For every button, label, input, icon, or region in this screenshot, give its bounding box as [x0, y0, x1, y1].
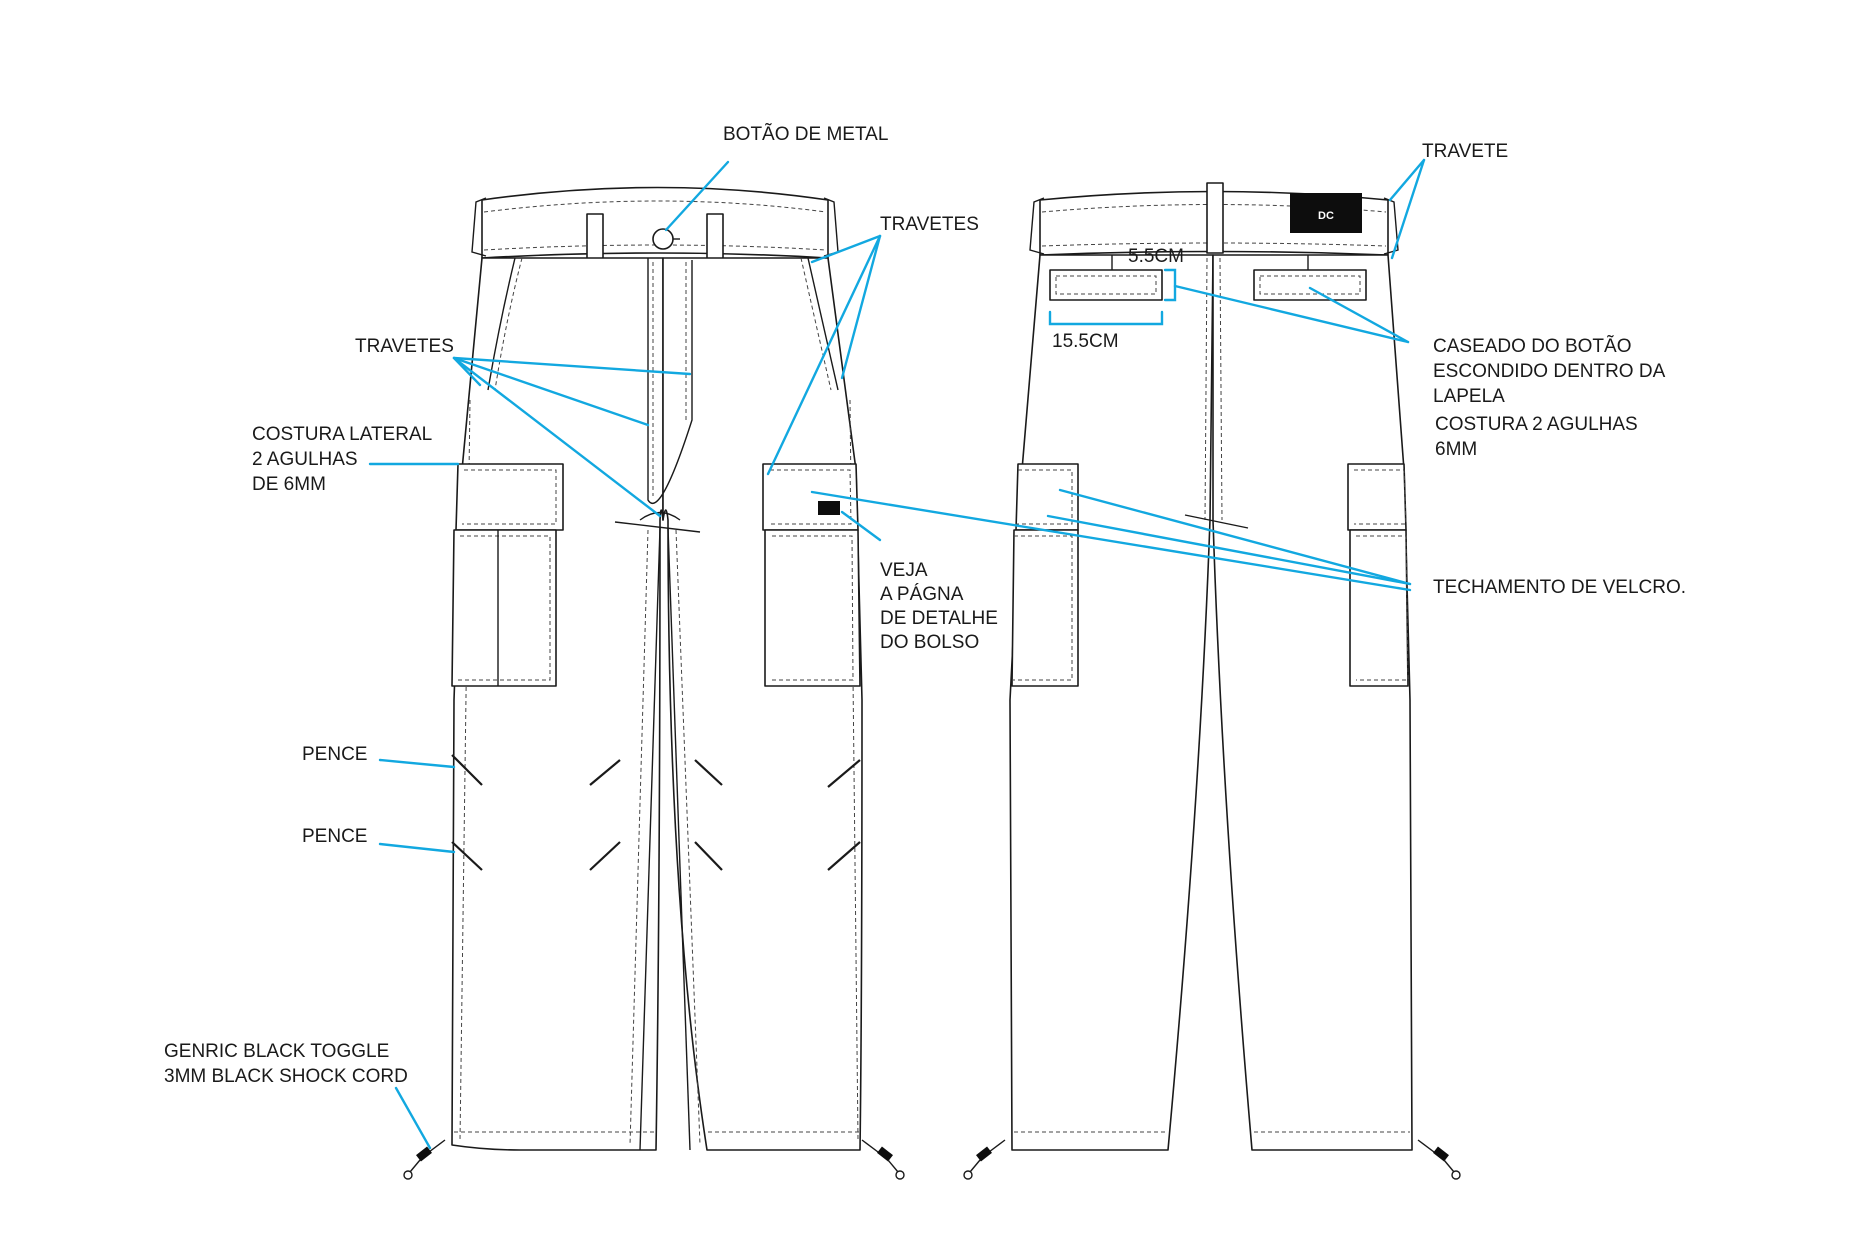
label-needle-line1: COSTURA 2 AGULHAS [1435, 414, 1638, 435]
cord-toggle-icon [1417, 1139, 1461, 1180]
label-pocket-detail-line3: DE DETALHE [880, 608, 998, 629]
label-buttonhole-line2: ESCONDIDO DENTRO DA [1433, 361, 1666, 382]
back-welt-pocket-left [1049, 269, 1163, 301]
label-toggle-line1: GENRIC BLACK TOGGLE [164, 1041, 389, 1062]
cord-toggle-icon [861, 1139, 905, 1180]
back-view: DC [963, 182, 1461, 1180]
label-travete-back: TRAVETE [1422, 141, 1508, 162]
dart [694, 841, 723, 871]
dimension-width-bracket [1048, 310, 1164, 326]
label-buttonhole-line1: CASEADO DO BOTÃO [1433, 335, 1631, 357]
dart [589, 759, 621, 786]
label-dimension-height: 5.5CM [1128, 246, 1184, 267]
back-side-tab-left [1029, 197, 1045, 255]
label-side-seam-line3: DE 6MM [252, 474, 326, 495]
label-pocket-detail-line4: DO BOLSO [880, 632, 979, 653]
label-buttonhole-line3: LAPELA [1433, 386, 1505, 407]
front-side-tab-left [471, 197, 487, 257]
label-pocket-detail-line1: VEJA [880, 560, 928, 581]
front-right-leg [662, 257, 863, 1151]
cord-toggle-icon [403, 1139, 446, 1180]
label-needle-line2: 6MM [1435, 439, 1477, 460]
back-right-leg [1212, 254, 1413, 1151]
front-cargo-pocket-right [762, 463, 861, 687]
back-belt-loop-center [1206, 182, 1224, 254]
dart [451, 841, 483, 871]
back-left-leg [1009, 254, 1214, 1151]
brand-patch [1290, 193, 1362, 233]
front-view [403, 186, 905, 1180]
dart [694, 759, 723, 786]
label-toggle-line2: 3MM BLACK SHOCK CORD [164, 1066, 408, 1087]
label-travetes-front-right: TRAVETES [880, 214, 979, 235]
front-pocket-opening-right [807, 257, 839, 391]
dart [451, 754, 483, 786]
cord-toggle-icon [963, 1139, 1006, 1180]
label-pocket-detail-line2: A PÁGNA [880, 584, 964, 605]
dart [827, 759, 861, 788]
back-cargo-pocket-right [1347, 463, 1409, 687]
brand-logo-icon [818, 501, 840, 515]
brand-logo-icon: DC [1318, 210, 1334, 222]
label-side-seam-line1: COSTURA LATERAL [252, 424, 432, 445]
label-pence-1: PENCE [302, 744, 367, 765]
dart [589, 841, 621, 871]
label-dimension-width: 15.5CM [1052, 331, 1119, 352]
back-welt-pocket-right [1253, 269, 1367, 301]
front-left-leg [451, 257, 664, 1151]
label-pence-2: PENCE [302, 826, 367, 847]
front-cargo-pocket-left [451, 463, 564, 687]
front-pocket-opening-left [487, 257, 516, 391]
dart [827, 841, 861, 871]
back-cargo-pocket-left [1011, 463, 1079, 687]
label-side-seam-line2: 2 AGULHAS [252, 449, 358, 470]
metal-button-icon [652, 228, 674, 250]
leader-lines [368, 158, 1426, 1150]
front-fly [647, 258, 693, 505]
annotation-labels: BOTÃO DE METAL TRAVETES TRAVETES COSTURA… [164, 123, 1686, 1087]
label-velcro: TECHAMENTO DE VELCRO. [1433, 577, 1686, 598]
label-travetes-front-left: TRAVETES [355, 336, 454, 357]
label-metal-button: BOTÃO DE METAL [723, 123, 888, 145]
